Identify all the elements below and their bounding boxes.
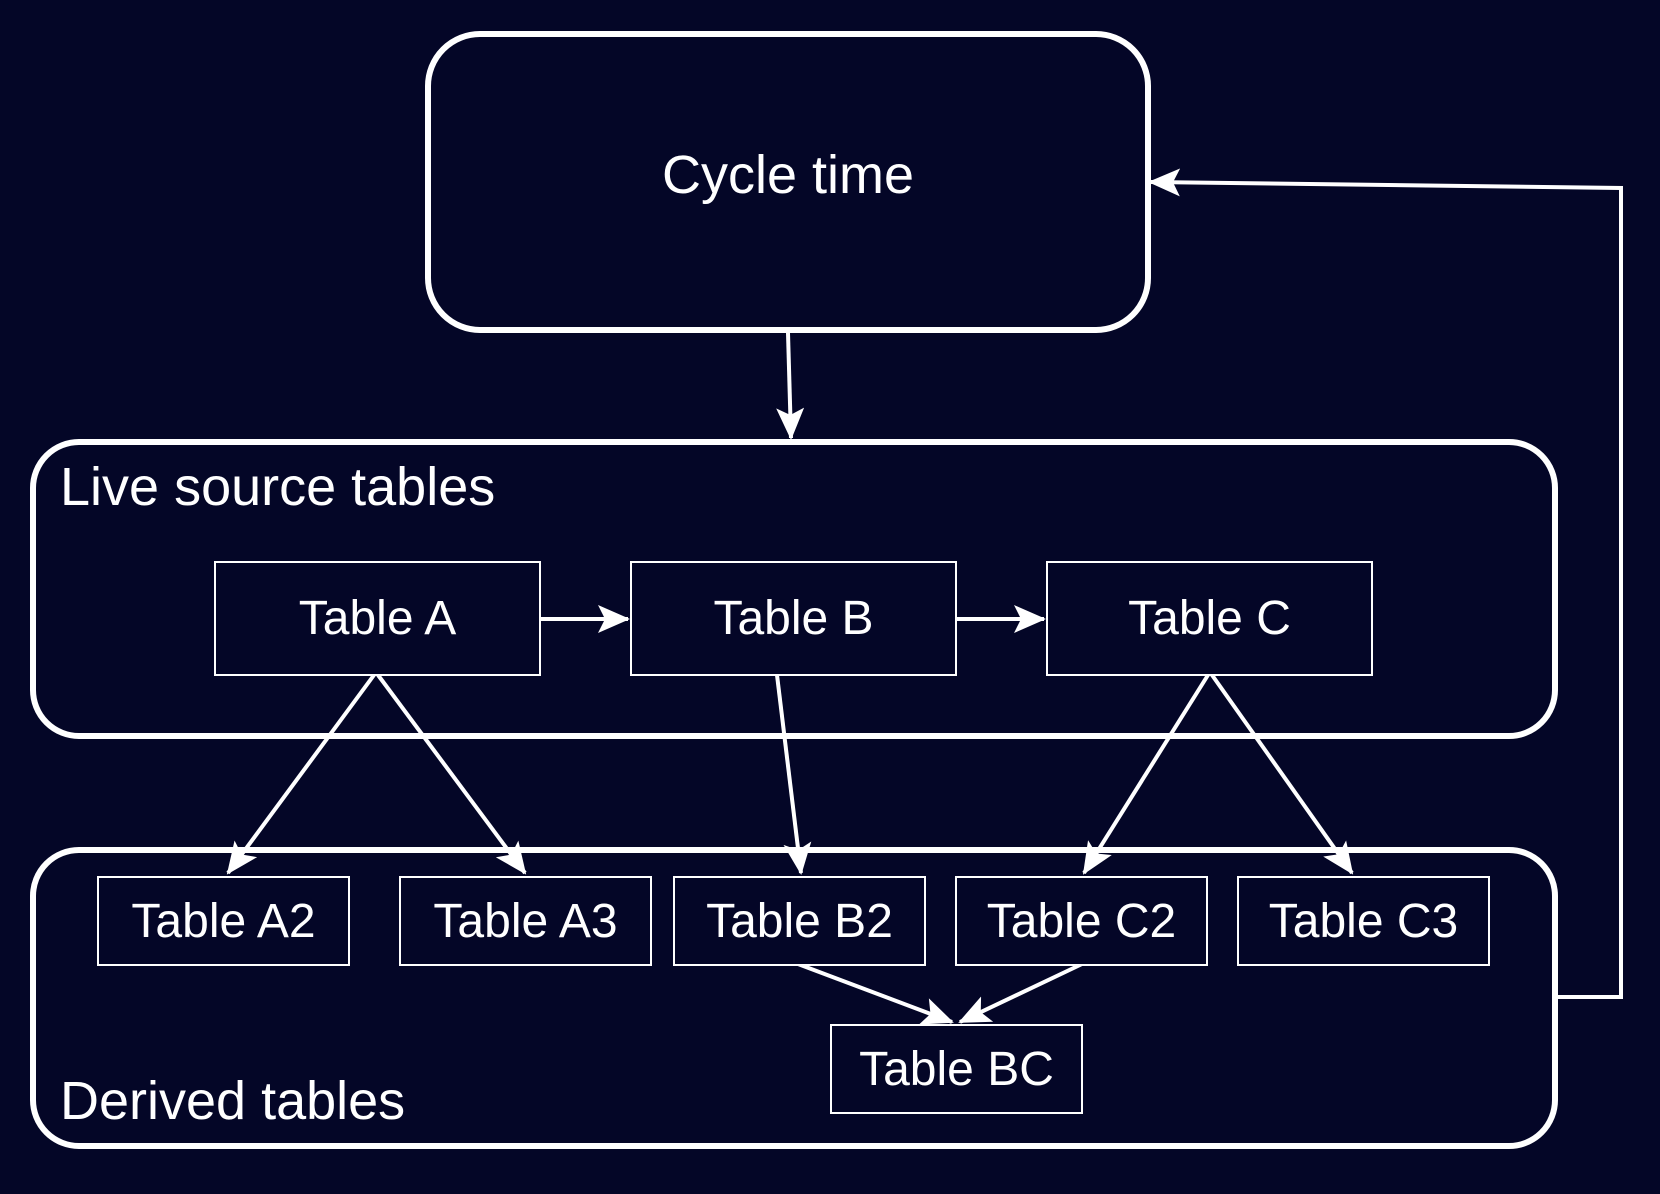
edge-cycle-to-live: [776, 332, 805, 440]
table-b-label: Table B: [713, 592, 874, 645]
cycle-time-box: [425, 31, 1151, 333]
table-a-label: Table A: [298, 592, 457, 645]
edge-c-to-c2: [1082, 673, 1210, 875]
table-boxes: [97, 561, 1490, 1114]
cycle-time-label: Cycle time: [661, 145, 915, 205]
table-a2-label: Table A2: [131, 894, 316, 948]
table-a3-label: Table A3: [433, 894, 618, 948]
edge-b2-to-bc: [797, 962, 954, 1025]
table-c-box: [1046, 561, 1373, 676]
edge-c2-to-bc: [958, 962, 1083, 1024]
edge-a-to-a3: [376, 673, 527, 875]
derived-group-label: Derived tables: [60, 1071, 406, 1131]
edge-a-to-a2: [226, 673, 376, 875]
edge-derived-to-cycle: [1148, 168, 1623, 999]
table-a-box: [214, 561, 541, 676]
table-c3-label: Table C3: [1268, 894, 1459, 948]
table-bc-label: Table BC: [859, 1042, 1054, 1096]
table-a2-box: [97, 876, 350, 966]
table-bc-box: [830, 1024, 1083, 1114]
table-a3-box: [399, 876, 652, 966]
edges: [226, 168, 1623, 1025]
edge-b-to-b2: [775, 674, 812, 875]
table-b-box: [630, 561, 957, 676]
edge-c-to-c3: [1210, 673, 1354, 875]
live-source-group-box: [30, 439, 1558, 739]
table-c2-label: Table C2: [986, 894, 1177, 948]
table-b2-box: [673, 876, 926, 966]
table-c3-box: [1237, 876, 1490, 966]
table-c2-box: [955, 876, 1208, 966]
live-source-group-label: Live source tables: [60, 457, 496, 517]
table-b2-label: Table B2: [706, 894, 893, 948]
table-c-label: Table C: [1128, 592, 1291, 645]
